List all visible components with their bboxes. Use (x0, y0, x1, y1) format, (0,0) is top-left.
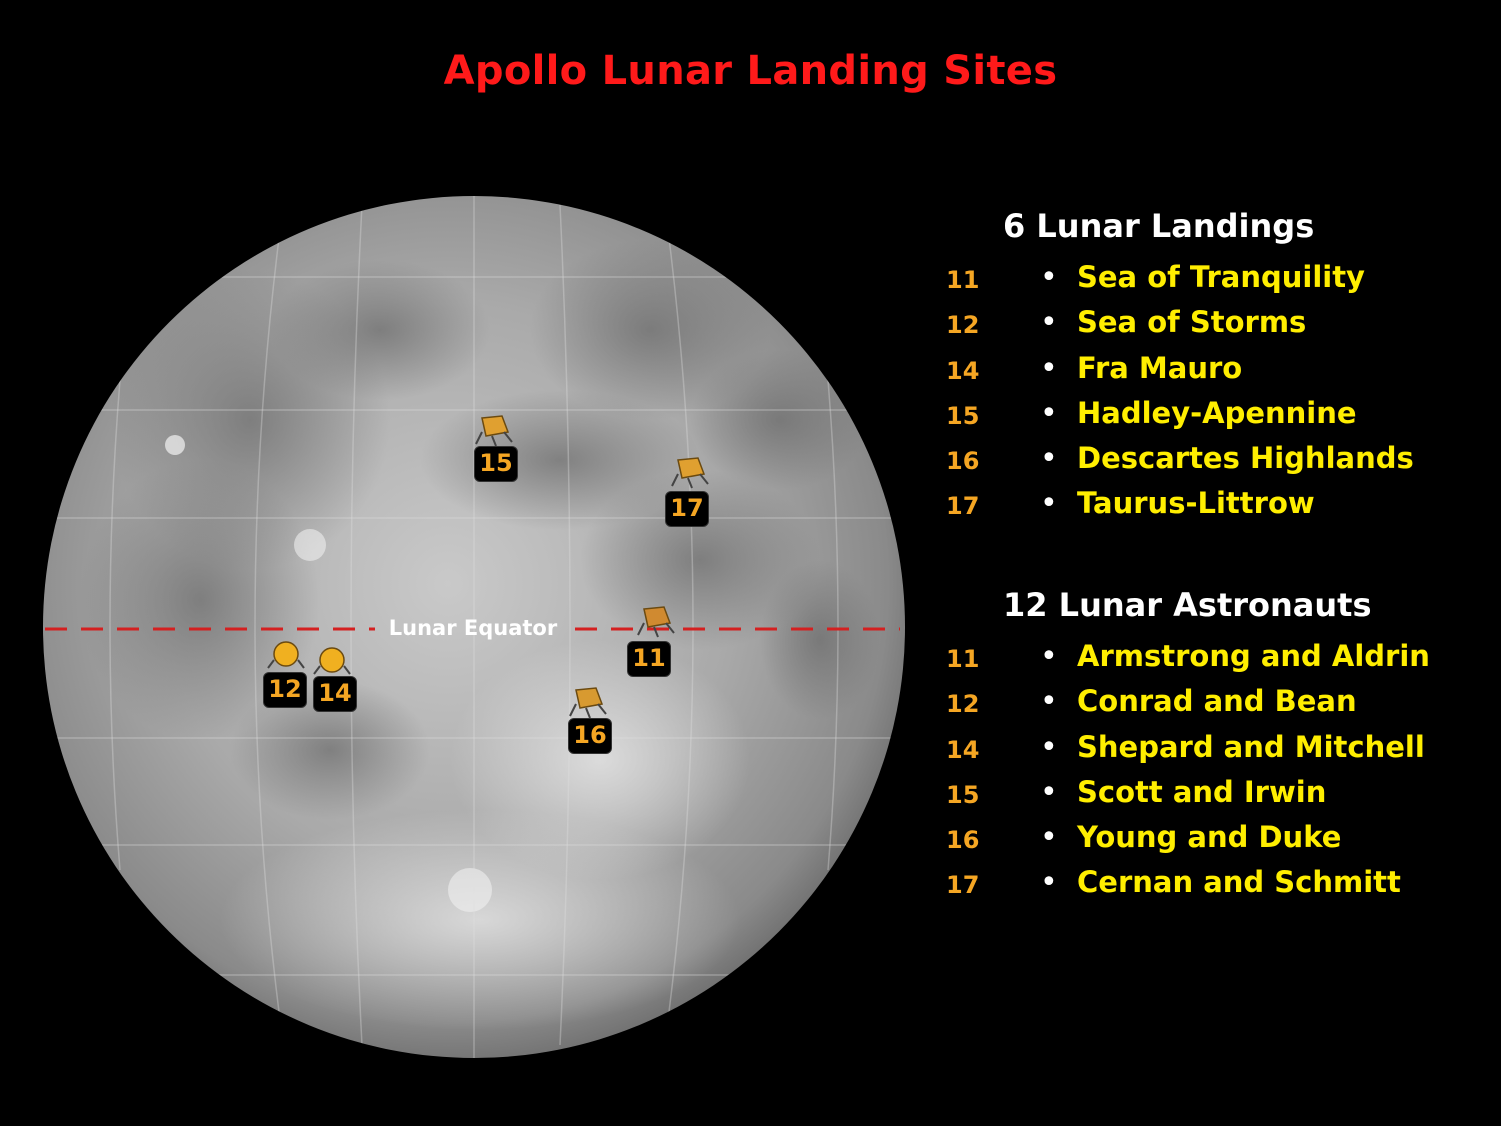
mission-number: 14 (946, 356, 980, 385)
list-item: 12 • Sea of Storms (940, 305, 1460, 350)
landing-site-name: Hadley-Apennine (1077, 395, 1357, 430)
equator-label: Lunar Equator (388, 616, 558, 640)
mission-number: 11 (946, 266, 980, 294)
lunar-module-icon (637, 606, 675, 638)
bullet-icon: • (1040, 684, 1058, 720)
site-label-14: 14 (313, 676, 357, 712)
astronauts-heading: 12 Lunar Astronauts (1003, 586, 1372, 624)
mission-number: 17 (946, 492, 980, 521)
lunar-module-icon (569, 687, 607, 719)
list-item: 11 • Sea of Tranquility (940, 260, 1460, 305)
list-item: 16 • Young and Duke (940, 820, 1460, 865)
list-item: 12 • Conrad and Bean (940, 684, 1460, 729)
astronaut-names: Shepard and Mitchell (1077, 729, 1425, 764)
page-title: Apollo Lunar Landing Sites (443, 48, 1058, 94)
site-label-11: 11 (627, 641, 671, 677)
bullet-icon: • (1040, 441, 1058, 477)
bullet-icon: • (1040, 260, 1058, 295)
mission-number: 15 (946, 401, 980, 430)
mission-number: 11 (946, 645, 980, 673)
list-item: 15 • Scott and Irwin (940, 775, 1460, 820)
landings-heading: 6 Lunar Landings (1003, 207, 1315, 245)
landing-site-name: Fra Mauro (1077, 350, 1243, 385)
mission-number: 16 (946, 826, 980, 855)
list-item: 11 • Armstrong and Aldrin (940, 639, 1460, 684)
list-item: 15 • Hadley-Apennine (940, 396, 1460, 441)
landings-list: 11 • Sea of Tranquility 12 • Sea of Storms 1… (940, 260, 1460, 532)
site-label-12: 12 (263, 672, 307, 708)
landing-site-name: Sea of Storms (1077, 305, 1307, 340)
mission-number: 14 (946, 735, 980, 764)
mission-number: 12 (946, 311, 980, 340)
list-item: 14 • Fra Mauro (940, 351, 1460, 396)
astronaut-names: Scott and Irwin (1077, 774, 1327, 809)
astronauts-list: 11 • Armstrong and Aldrin 12 • Conrad and Be… (940, 639, 1460, 911)
landing-site-name: Sea of Tranquility (1077, 260, 1365, 294)
site-label-15: 15 (474, 446, 518, 482)
bullet-icon: • (1040, 639, 1058, 674)
bullet-icon: • (1040, 865, 1058, 901)
astronaut-names: Cernan and Schmitt (1077, 865, 1401, 900)
landing-site-name: Taurus-Littrow (1077, 486, 1315, 521)
lunar-module-icon (267, 641, 305, 669)
lunar-module-icon (313, 647, 351, 675)
bullet-icon: • (1040, 350, 1058, 386)
lunar-module-icon (671, 457, 709, 489)
mission-number: 16 (946, 447, 980, 476)
moon-surface (43, 196, 905, 1058)
list-item: 16 • Descartes Highlands (940, 441, 1460, 486)
site-label-17: 17 (665, 491, 709, 527)
bullet-icon: • (1040, 729, 1058, 765)
astronaut-names: Young and Duke (1077, 820, 1342, 855)
bullet-icon: • (1040, 820, 1058, 856)
mission-number: 17 (946, 871, 980, 900)
astronaut-names: Armstrong and Aldrin (1077, 639, 1430, 673)
mission-number: 15 (946, 780, 980, 809)
bullet-icon: • (1040, 305, 1058, 341)
list-item: 17 • Cernan and Schmitt (940, 865, 1460, 910)
lunar-module-icon (475, 415, 513, 447)
landing-site-name: Descartes Highlands (1077, 441, 1414, 476)
bullet-icon: • (1040, 774, 1058, 810)
astronaut-names: Conrad and Bean (1077, 684, 1357, 719)
bullet-icon: • (1040, 486, 1058, 522)
bullet-icon: • (1040, 395, 1058, 431)
list-item: 14 • Shepard and Mitchell (940, 730, 1460, 775)
list-item: 17 • Taurus-Littrow (940, 486, 1460, 531)
site-label-16: 16 (568, 718, 612, 754)
mission-number: 12 (946, 690, 980, 719)
